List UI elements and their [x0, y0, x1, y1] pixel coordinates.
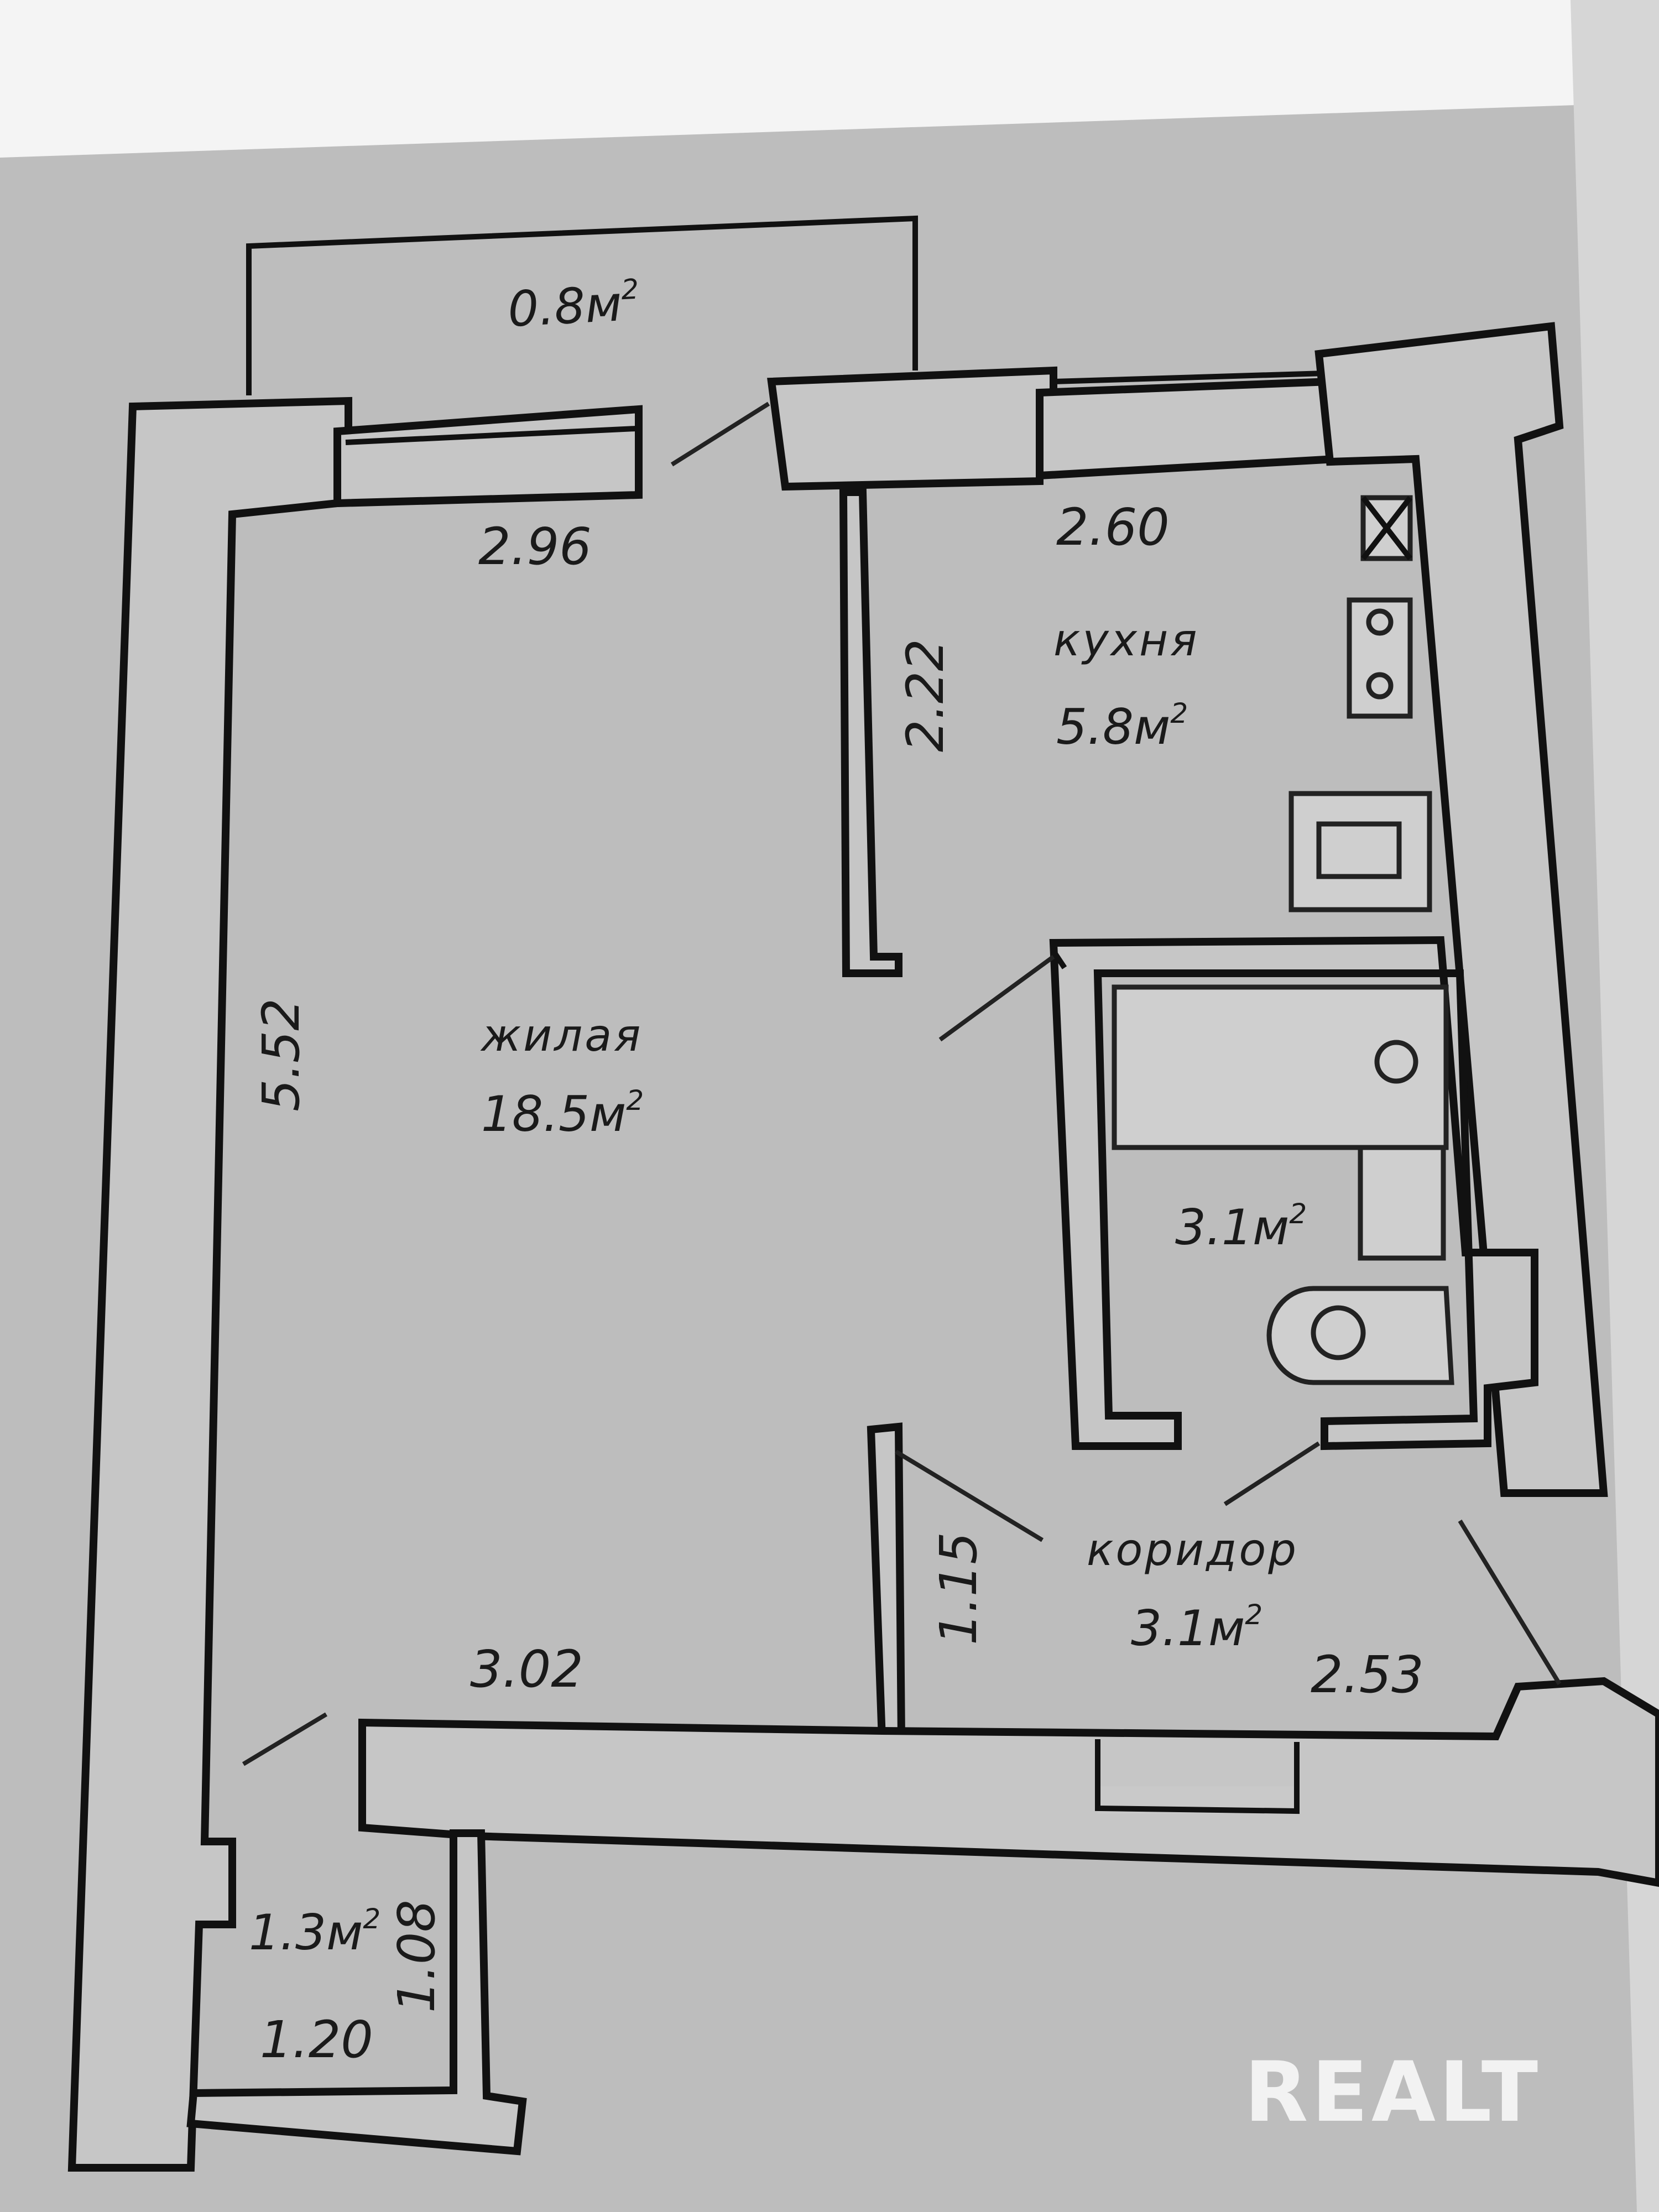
kitchen-name-label: кухня — [1053, 614, 1199, 666]
washing-machine-icon — [1358, 1145, 1446, 1261]
corridor-width-label: 2.53 — [1311, 1645, 1424, 1704]
kitchen-width-label: 2.60 — [1056, 498, 1170, 557]
storage-depth-label: 1.08 — [387, 1900, 446, 2013]
top-wall-kitchen — [767, 366, 1340, 491]
living-top-width-label: 2.96 — [478, 517, 592, 576]
balcony — [246, 215, 918, 395]
paper-edge — [0, 0, 1659, 158]
bathroom-fixtures — [1112, 984, 1454, 1385]
storage-area-label: 1.3м2 — [249, 1903, 380, 1961]
bathtub-icon — [1112, 984, 1449, 1150]
top-wall-living — [333, 405, 643, 508]
corridor-area-label: 3.1м2 — [1131, 1599, 1262, 1657]
top-right-wall — [1314, 322, 1608, 1497]
bathroom-area-label: 3.1м2 — [1175, 1198, 1307, 1256]
bathroom-walls — [1049, 936, 1538, 1451]
bottom-wall — [358, 1677, 1659, 1887]
kitchen-fixtures — [1288, 495, 1432, 912]
realt-watermark: REALT — [1244, 2044, 1541, 2141]
sink-icon — [1288, 791, 1432, 912]
left-exterior-wall — [67, 397, 352, 2172]
living-length-label: 5.52 — [252, 998, 311, 1112]
corridor-name-label: коридор — [1087, 1524, 1298, 1575]
storage-width-label: 1.20 — [260, 2010, 373, 2069]
storage-walls — [186, 1829, 527, 2156]
balcony-area-label: 0.8м2 — [507, 273, 641, 338]
kitchen-depth-label: 2.22 — [896, 639, 955, 752]
kitchen-partition — [839, 488, 902, 977]
living-area-label: 18.5м2 — [481, 1084, 644, 1142]
corridor-partition — [867, 1422, 906, 1743]
kitchen-area-label: 5.8м2 — [1056, 697, 1188, 755]
living-bottom-width-label: 3.02 — [470, 1640, 583, 1699]
doors — [242, 401, 1562, 1766]
living-name-label: жилая — [480, 1010, 643, 1061]
paper-edge-right — [1571, 0, 1659, 2212]
corridor-depth-label: 1.15 — [929, 1532, 988, 1645]
